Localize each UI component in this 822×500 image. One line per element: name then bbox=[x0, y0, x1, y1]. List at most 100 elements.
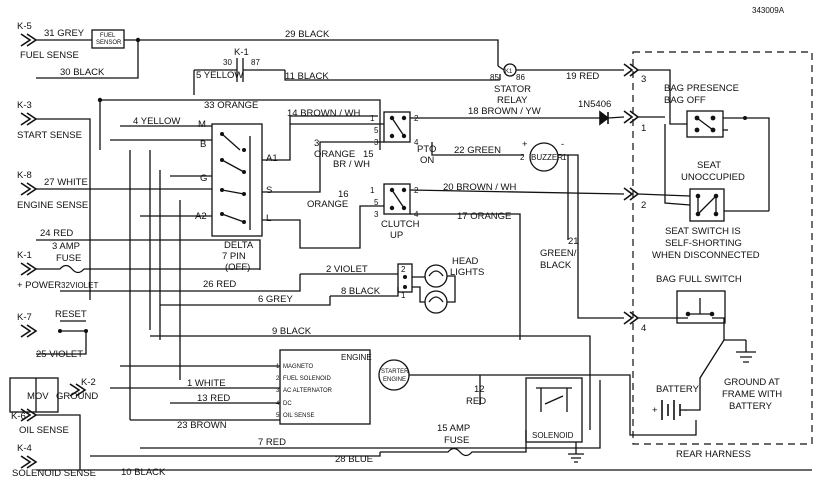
delta-pin-m: M bbox=[198, 119, 206, 130]
svg-text:1: 1 bbox=[276, 364, 280, 370]
seat-note-2: SELF-SHORTING bbox=[665, 238, 742, 249]
rear-harness-title: REAR HARNESS bbox=[676, 449, 751, 460]
ground-label-1: GROUND AT bbox=[724, 377, 780, 388]
headlight-bulbs bbox=[412, 264, 456, 314]
harness-connector-2: 2 bbox=[623, 187, 646, 211]
engine-rows: 1 MAGNETO 2 FUEL SOLENOID 3 AC ALTERNATO… bbox=[276, 364, 333, 419]
fuse15-label-2: FUSE bbox=[444, 435, 469, 446]
wire-14-label: 14 BROWN / WH bbox=[287, 108, 361, 119]
seat-label: SEAT bbox=[697, 160, 721, 171]
svg-text:K-4: K-4 bbox=[17, 443, 32, 454]
wire-20-label: 20 BROWN / WH bbox=[443, 182, 517, 193]
connector-k7: K-7 bbox=[17, 312, 38, 338]
svg-text:BUZZER: BUZZER bbox=[531, 153, 563, 162]
relay-pin-30: 30 bbox=[223, 58, 232, 67]
wire-21-color-1: GREEN/ bbox=[540, 248, 577, 259]
engine-title: ENGINE bbox=[341, 353, 372, 362]
svg-text:K-2: K-2 bbox=[81, 377, 96, 388]
svg-text:1: 1 bbox=[641, 123, 646, 134]
svg-text:STARTER: STARTER bbox=[381, 369, 409, 375]
connector-k8: K-8 bbox=[17, 170, 38, 196]
svg-text:FUEL SOLENOID: FUEL SOLENOID bbox=[283, 376, 331, 382]
svg-text:K-6: K-6 bbox=[11, 411, 26, 422]
wire-17-label: 17 ORANGE bbox=[457, 211, 511, 222]
svg-text:86: 86 bbox=[516, 73, 525, 82]
svg-text:3: 3 bbox=[374, 210, 379, 219]
fuse3-label-1: 3 AMP bbox=[52, 241, 80, 252]
wire-3-label: 3 bbox=[314, 138, 319, 149]
wire-22-label: 22 GREEN bbox=[454, 145, 501, 156]
starter-motor: STARTER ENGINE bbox=[378, 359, 410, 391]
reset-switch bbox=[58, 320, 88, 333]
solenoid-label: SOLENOID bbox=[532, 431, 574, 440]
wire-24-label: 24 RED bbox=[40, 228, 73, 239]
wire-30-label: 30 BLACK bbox=[60, 67, 105, 78]
svg-text:4: 4 bbox=[414, 138, 419, 147]
mov-box bbox=[9, 377, 59, 413]
bag-presence-label: BAG PRESENCE bbox=[664, 83, 739, 94]
headlights-label-1: HEAD bbox=[452, 256, 479, 267]
rear-harness-box bbox=[632, 51, 813, 445]
reset-label: RESET bbox=[55, 309, 87, 320]
svg-text:DC: DC bbox=[283, 401, 292, 407]
svg-text:5: 5 bbox=[374, 198, 379, 207]
delta-pin-l: L bbox=[266, 213, 271, 224]
fuel-sense-label: FUEL SENSE bbox=[20, 50, 79, 61]
wire-29-label: 29 BLACK bbox=[285, 29, 330, 40]
seat-unoccupied-label: UNOCCUPIED bbox=[681, 172, 745, 183]
wire-23-label: 23 BROWN bbox=[177, 420, 227, 431]
engine-box bbox=[279, 349, 371, 425]
fuse15-label-1: 15 AMP bbox=[437, 423, 470, 434]
svg-text:ENGINE: ENGINE bbox=[383, 377, 406, 383]
wire-3-color: ORANGE bbox=[314, 149, 355, 160]
svg-text:4: 4 bbox=[276, 401, 280, 407]
svg-text:MAGNETO: MAGNETO bbox=[283, 364, 314, 370]
fuse3-symbol bbox=[36, 264, 260, 274]
svg-text:2: 2 bbox=[641, 200, 646, 211]
delta-switch-contacts bbox=[220, 132, 251, 230]
delta-label-2: 7 PIN bbox=[222, 251, 246, 262]
wire-15-label: 15 bbox=[363, 149, 374, 160]
wire-31-label: 31 GREY bbox=[44, 28, 85, 39]
mov-label: MOV bbox=[27, 391, 49, 402]
wire-28-label: 28 BLUE bbox=[335, 454, 373, 465]
svg-text:+: + bbox=[522, 139, 528, 150]
diode-1n5406: 1N5406 bbox=[578, 99, 611, 126]
seat-note-1: SEAT SWITCH IS bbox=[665, 226, 741, 237]
delta-pin-s: S bbox=[266, 185, 272, 196]
svg-text:2: 2 bbox=[276, 376, 280, 382]
harness-connector-3: 3 bbox=[623, 63, 646, 85]
wire-27-label: 27 WHITE bbox=[44, 177, 88, 188]
svg-text:4: 4 bbox=[641, 323, 646, 334]
pto-switch bbox=[383, 111, 411, 143]
svg-text:OIL SENSE: OIL SENSE bbox=[283, 413, 314, 419]
wire-12-label: 12 bbox=[474, 384, 485, 395]
svg-text:1: 1 bbox=[370, 114, 375, 123]
wire-4-label: 4 YELLOW bbox=[133, 116, 180, 127]
battery-label: BATTERY bbox=[656, 384, 700, 395]
clutch-label-1: CLUTCH bbox=[381, 219, 420, 230]
wire-11-label: 11 BLACK bbox=[285, 71, 329, 82]
wire-9-label: 9 BLACK bbox=[272, 326, 312, 337]
svg-text:AC ALTERNATOR: AC ALTERNATOR bbox=[283, 388, 333, 394]
delta-label-1: DELTA bbox=[224, 240, 254, 251]
engine-sense-label: ENGINE SENSE bbox=[17, 200, 88, 211]
svg-text:K-3: K-3 bbox=[17, 100, 32, 111]
connector-k4: K-4 bbox=[17, 443, 38, 469]
clutch-label-2: UP bbox=[390, 230, 403, 241]
fuse15-symbol bbox=[380, 430, 527, 457]
wire-16-label: 16 bbox=[338, 189, 349, 200]
svg-text:K-1: K-1 bbox=[17, 250, 32, 261]
connector-k3: K-3 bbox=[17, 100, 38, 126]
wire-12-color: RED bbox=[466, 396, 486, 407]
svg-text:K-8: K-8 bbox=[17, 170, 32, 181]
start-sense-label: START SENSE bbox=[17, 130, 82, 141]
delta-pin-a1: A1 bbox=[266, 153, 278, 164]
solenoid-box bbox=[525, 377, 583, 443]
wire-26-label: 26 RED bbox=[203, 279, 236, 290]
svg-text:1: 1 bbox=[562, 153, 567, 162]
svg-text:STATOR: STATOR bbox=[494, 84, 531, 95]
headlights-label-2: LIGHTS bbox=[450, 267, 484, 278]
wire-8-label: 8 BLACK bbox=[341, 286, 381, 297]
